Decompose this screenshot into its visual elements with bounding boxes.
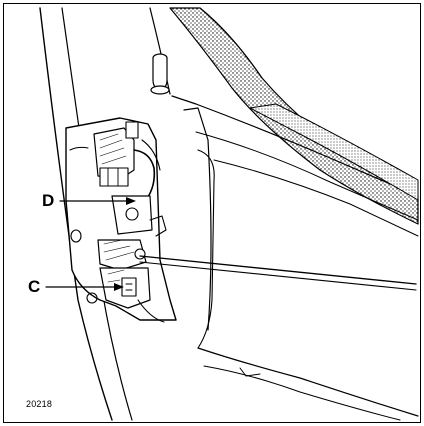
figure-reference-number: 20218 (26, 399, 53, 409)
lock-mechanism (93, 121, 167, 323)
mount-hole (70, 229, 82, 243)
arrowhead-d (126, 197, 136, 205)
door-sill (197, 347, 419, 417)
striker-bolt (150, 53, 170, 95)
diagram-border (3, 3, 421, 423)
tool-rod (139, 255, 417, 285)
door-trim-strip (249, 103, 419, 201)
callout-label-d: D (42, 191, 55, 210)
callout-label-c: C (28, 277, 41, 296)
arrowhead-c (114, 283, 124, 291)
